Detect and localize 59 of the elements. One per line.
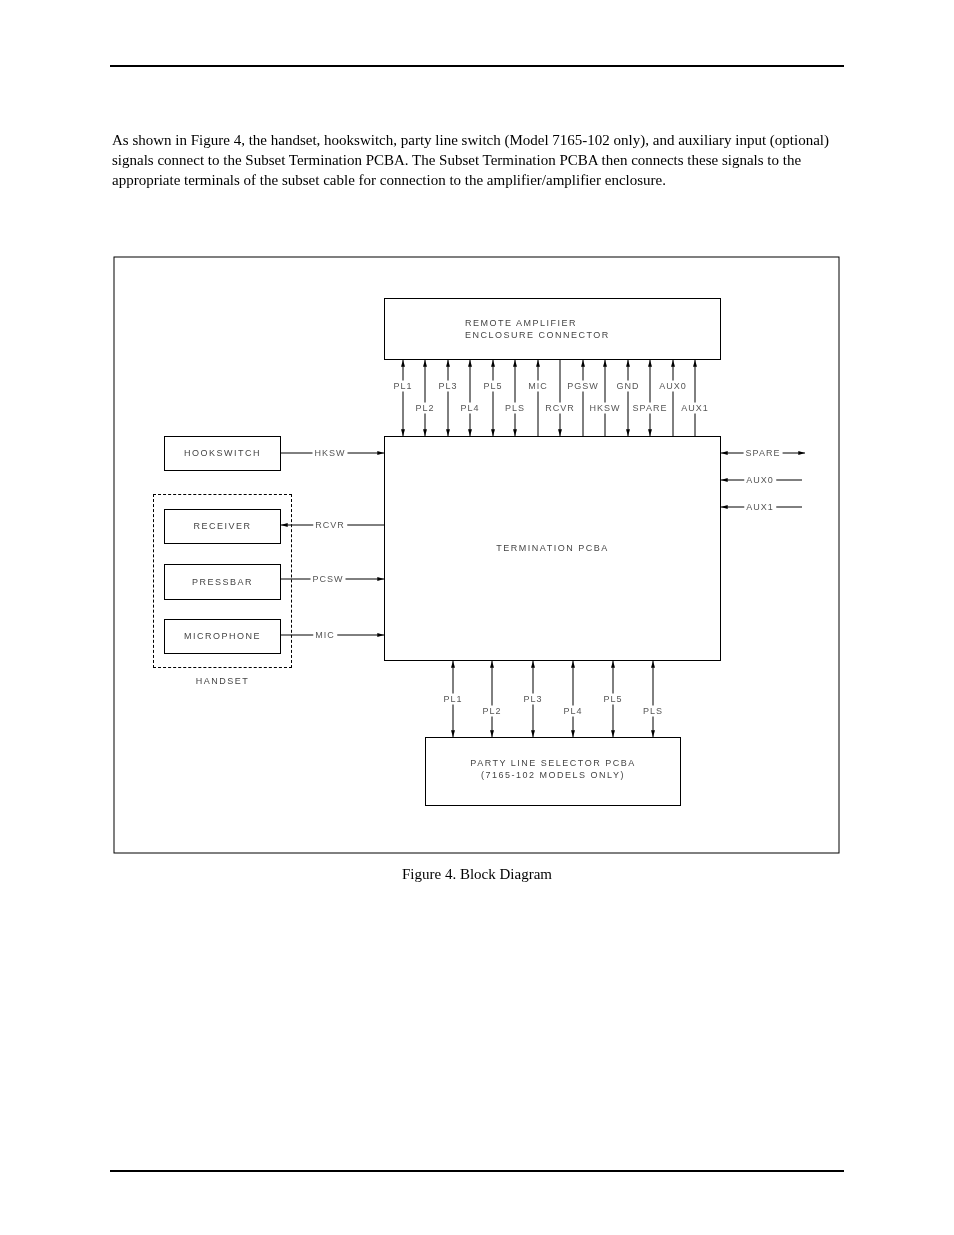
signal-arrow xyxy=(490,660,494,738)
signal-arrow xyxy=(536,359,540,437)
signal-label: PL1 xyxy=(391,380,415,392)
signal-label: PCSW xyxy=(310,573,346,585)
block-label: RECEIVER xyxy=(193,520,252,533)
signal-label: PGSW xyxy=(565,380,601,392)
component-box xyxy=(164,564,281,600)
signal-label: PL4 xyxy=(458,402,482,414)
signal-label: AUX0 xyxy=(657,380,689,392)
signal-arrow xyxy=(423,359,427,437)
block-label: PRESSBAR xyxy=(192,575,253,589)
board-box xyxy=(425,737,681,806)
signal-arrow xyxy=(491,359,495,437)
signal-arrow xyxy=(446,359,450,437)
signal-label: PL5 xyxy=(481,380,505,392)
signal-label: HKSW xyxy=(587,402,623,414)
signal-label: AUX1 xyxy=(744,501,776,513)
body-paragraph: As shown in Figure 4, the handset, hookswitch, party line switch (Model 7165-102 only), and auxiliary input (optional) signals connect to the Subset Termination PCBA. The Subset Termination PCBA then connects these signals to the appropriate terminals of the subset cable for connection to the amplifier/amplifier enclosure. xyxy=(112,131,830,190)
block-label: REMOTE AMPLIFIER ENCLOSURE CONNECTOR xyxy=(465,317,611,342)
component-box xyxy=(164,509,281,544)
signal-arrow xyxy=(571,660,575,738)
signal-label: PL3 xyxy=(436,380,460,392)
signal-arrow xyxy=(401,359,405,437)
signal-label: PL5 xyxy=(601,693,625,705)
signal-label: AUX1 xyxy=(679,402,711,414)
signal-label: PL1 xyxy=(441,693,465,705)
signal-label: SPARE xyxy=(743,447,783,459)
signal-label: PL4 xyxy=(561,705,585,717)
block-label: PARTY LINE SELECTOR PCBA (7165-102 MODELS ONLY) xyxy=(469,757,637,782)
signal-arrow xyxy=(451,660,455,738)
block-label: TERMINATION PCBA xyxy=(496,542,609,555)
signal-arrow xyxy=(468,359,472,437)
block-label: MICROPHONE xyxy=(184,630,261,643)
component-box xyxy=(164,619,281,654)
signal-label: MIC xyxy=(526,380,550,392)
signal-arrow xyxy=(693,359,697,437)
signal-label: PLS xyxy=(503,402,527,414)
signal-arrow xyxy=(603,359,607,437)
signal-label: PL2 xyxy=(480,705,504,717)
block-label: HOOKSWITCH xyxy=(184,447,261,460)
signal-label: PL3 xyxy=(521,693,545,705)
connector-box xyxy=(384,298,721,360)
signal-label: RCVR xyxy=(543,402,577,414)
board-box xyxy=(384,436,721,661)
signal-arrow xyxy=(513,359,517,437)
figure-caption: Figure 4. Block Diagram xyxy=(401,866,553,883)
component-box xyxy=(164,436,281,471)
signal-label: HKSW xyxy=(312,447,348,459)
signal-label: RCVR xyxy=(313,519,347,531)
signal-label: SPARE xyxy=(630,402,670,414)
signal-label: PL2 xyxy=(413,402,437,414)
signal-arrow xyxy=(611,660,615,738)
group-label: HANDSET xyxy=(194,675,251,688)
signal-label: AUX0 xyxy=(744,474,776,486)
signal-arrow xyxy=(558,359,562,437)
signal-arrow xyxy=(531,660,535,738)
signal-label: MIC xyxy=(313,629,337,641)
signal-label: PLS xyxy=(641,705,665,717)
signal-arrow xyxy=(648,359,652,437)
